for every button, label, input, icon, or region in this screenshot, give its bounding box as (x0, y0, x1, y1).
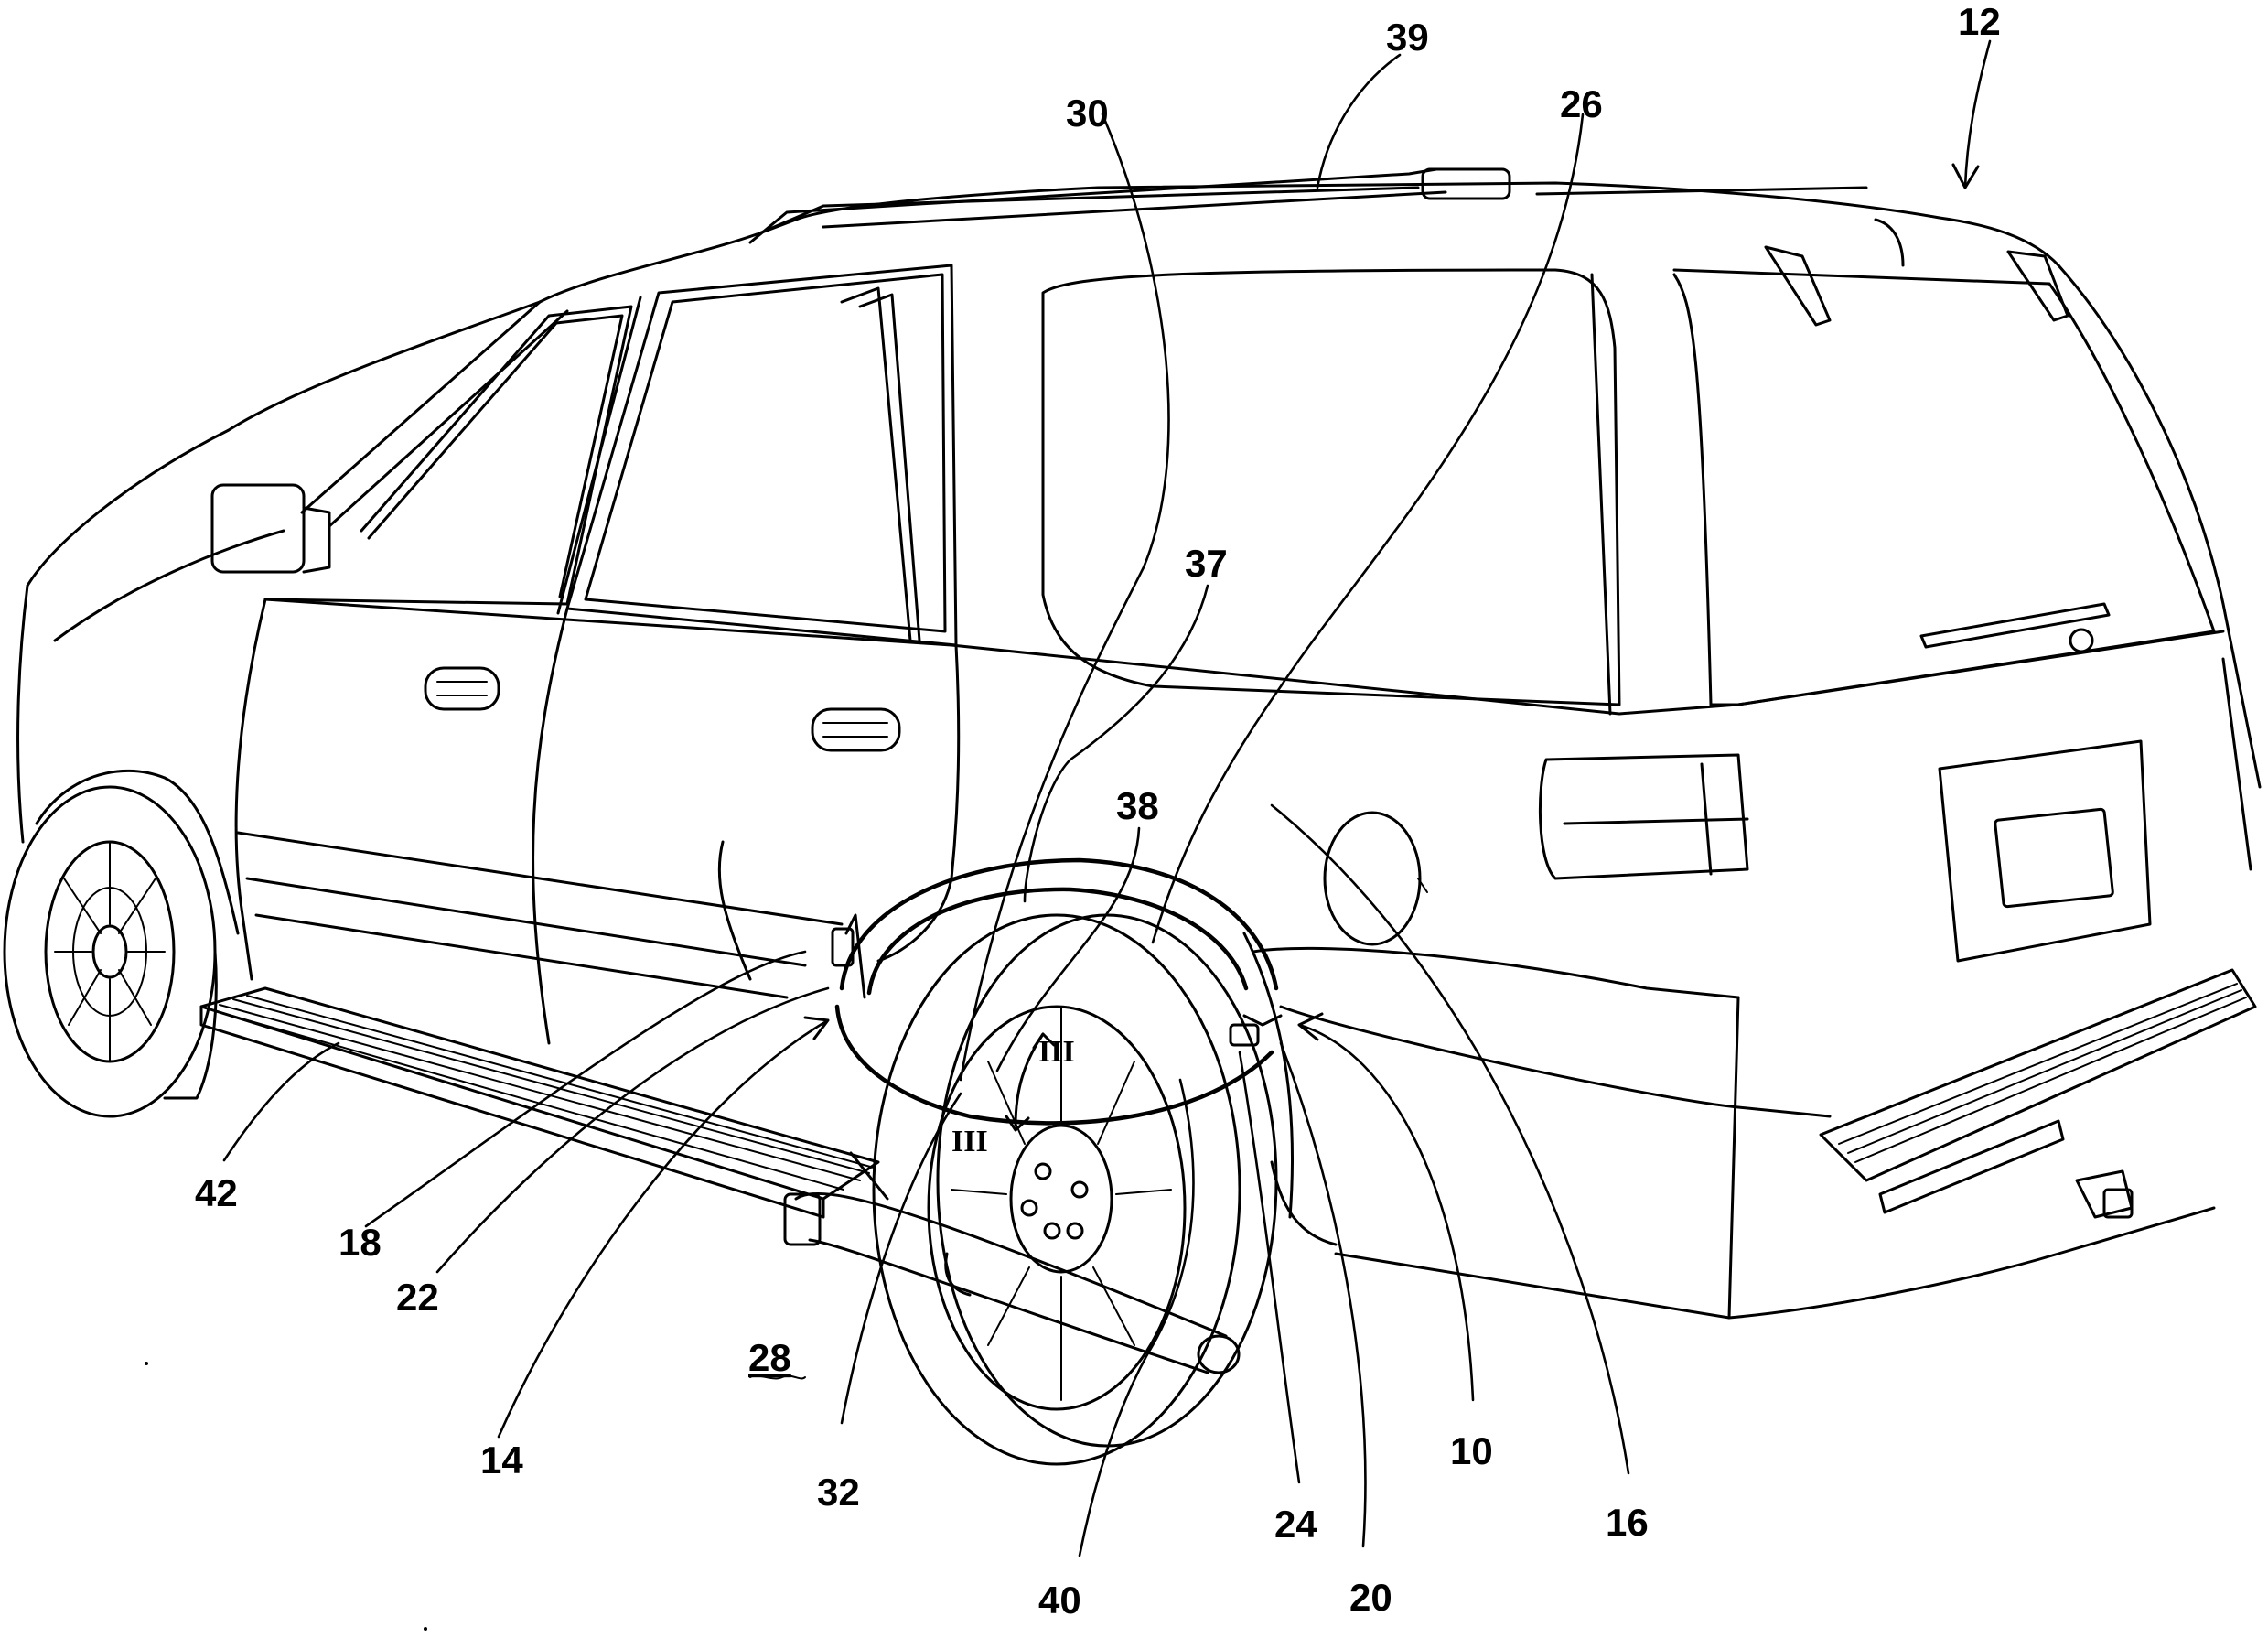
reference-numeral-32: 32 (817, 1471, 860, 1514)
reference-numeral-24: 24 (1274, 1503, 1317, 1546)
reference-numeral-26: 26 (1560, 82, 1603, 125)
reference-numeral-12: 12 (1958, 0, 2001, 43)
reference-numeral-42: 42 (195, 1171, 238, 1214)
section-marker-lower: III (951, 1125, 988, 1158)
section-line-iii: III III (951, 1034, 1075, 1158)
reference-numerals: 12 39 30 26 37 38 42 18 22 14 28 32 40 2… (195, 0, 2001, 1622)
reference-numeral-10: 10 (1450, 1429, 1493, 1472)
reference-numeral-40: 40 (1038, 1579, 1081, 1622)
reference-numeral-22: 22 (396, 1276, 439, 1319)
vehicle-body (18, 169, 2260, 1318)
speck-dot (145, 1362, 148, 1365)
front-wheel (5, 771, 238, 1116)
reference-numeral-16: 16 (1606, 1501, 1649, 1544)
reference-numeral-39: 39 (1386, 16, 1429, 59)
leader-lines (224, 41, 1990, 1556)
tire-guard-assembly (785, 860, 1281, 1373)
reference-numeral-30: 30 (1066, 92, 1109, 135)
reference-numeral-14: 14 (480, 1439, 523, 1482)
reference-numeral-38: 38 (1116, 784, 1159, 827)
reference-numeral-37: 37 (1185, 542, 1228, 585)
reference-numeral-28: 28 (748, 1336, 791, 1379)
side-mirror (212, 485, 329, 572)
section-marker-upper: III (1038, 1035, 1075, 1069)
reference-numeral-18: 18 (339, 1221, 382, 1264)
speck-dot (424, 1627, 427, 1631)
reference-numeral-20: 20 (1349, 1576, 1392, 1619)
